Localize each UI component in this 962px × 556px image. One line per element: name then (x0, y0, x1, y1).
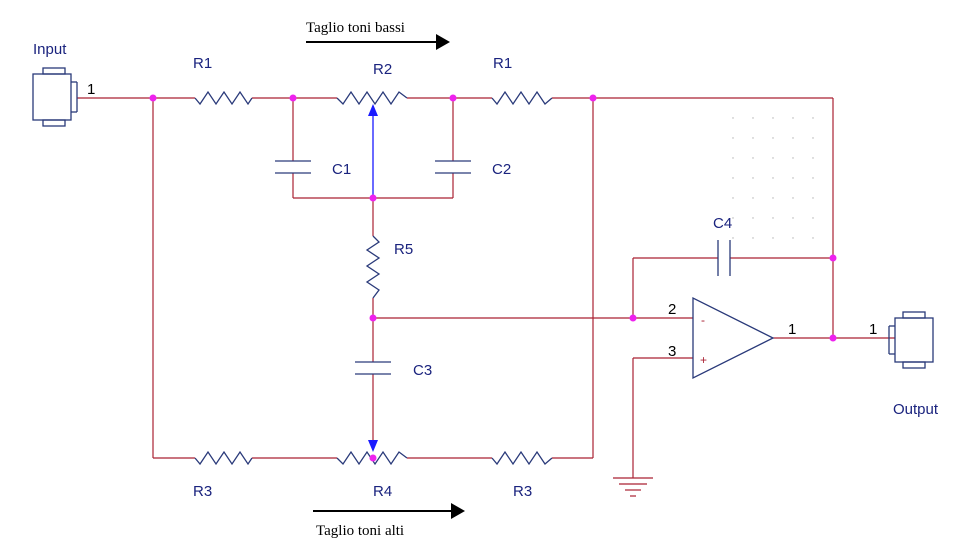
grid-dot (752, 117, 754, 119)
bass-cut-annotation: Taglio toni bassi (306, 20, 405, 36)
grid-dot (752, 137, 754, 139)
op-amp-output-pin: 1 (788, 321, 796, 338)
r1-left-label: R1 (193, 55, 212, 72)
capacitor-c1 (275, 160, 311, 174)
junction-node (369, 194, 377, 202)
treble-arrow-icon (313, 503, 465, 519)
grid-dots (732, 117, 814, 239)
junction-node (149, 94, 157, 102)
input-label: Input (33, 41, 67, 58)
potentiometer-r2 (336, 90, 408, 198)
capacitor-c3 (355, 361, 391, 375)
op-amp: - + (692, 296, 775, 380)
grid-dot (752, 177, 754, 179)
resistor-r1-right (491, 90, 553, 106)
grid-dot (732, 197, 734, 199)
bass-arrow-icon (306, 34, 450, 50)
grid-dot (792, 137, 794, 139)
output-pin-number: 1 (869, 321, 877, 338)
junction-nodes (149, 94, 837, 462)
output-label: Output (893, 401, 939, 418)
grid-dot (732, 117, 734, 119)
grid-dot (732, 177, 734, 179)
grid-dot (792, 157, 794, 159)
junction-node (629, 314, 637, 322)
c2-label: C2 (492, 161, 511, 178)
ground-icon (613, 477, 653, 497)
c1-label: C1 (332, 161, 351, 178)
grid-dot (772, 237, 774, 239)
r4-label: R4 (373, 483, 392, 500)
r2-label: R2 (373, 61, 392, 78)
grid-dot (812, 157, 814, 159)
resistor-r3-right (491, 450, 553, 466)
grid-dot (772, 177, 774, 179)
r5-label: R5 (394, 241, 413, 258)
junction-node (829, 254, 837, 262)
grid-dot (772, 137, 774, 139)
grid-dot (752, 157, 754, 159)
grid-dot (732, 237, 734, 239)
op-amp-pin-2: 2 (668, 301, 676, 318)
junction-node (289, 94, 297, 102)
grid-dot (752, 197, 754, 199)
grid-dot (792, 197, 794, 199)
r3-left-label: R3 (193, 483, 212, 500)
c4-label: C4 (713, 215, 732, 232)
c3-label: C3 (413, 362, 432, 379)
resistor-r1-left (194, 90, 253, 106)
op-amp-pin-3: 3 (668, 343, 676, 360)
junction-node (369, 314, 377, 322)
input-pin-number: 1 (87, 81, 95, 98)
grid-dot (792, 177, 794, 179)
input-connector-icon (32, 67, 78, 127)
op-amp-minus-sign: - (701, 313, 705, 327)
grid-dot (772, 157, 774, 159)
grid-dot (752, 237, 754, 239)
grid-dot (752, 217, 754, 219)
grid-dot (812, 237, 814, 239)
output-connector-icon (888, 311, 934, 369)
capacitor-c4 (717, 240, 731, 276)
r3-right-label: R3 (513, 483, 532, 500)
resistor-r5 (365, 235, 381, 299)
grid-dot (812, 177, 814, 179)
junction-node (589, 94, 597, 102)
grid-dot (792, 117, 794, 119)
junction-node (829, 334, 837, 342)
treble-cut-annotation: Taglio toni alti (316, 523, 404, 539)
grid-dot (812, 197, 814, 199)
grid-dot (812, 217, 814, 219)
junction-node (369, 454, 377, 462)
resistor-r3-left (194, 450, 253, 466)
wires (77, 97, 895, 478)
grid-dot (792, 217, 794, 219)
r1-right-label: R1 (493, 55, 512, 72)
op-amp-plus-sign: + (700, 353, 707, 367)
grid-dot (792, 237, 794, 239)
grid-dot (772, 217, 774, 219)
grid-dot (732, 137, 734, 139)
grid-dot (772, 117, 774, 119)
grid-dot (732, 157, 734, 159)
grid-dot (812, 117, 814, 119)
grid-dot (812, 137, 814, 139)
grid-dot (772, 197, 774, 199)
capacitor-c2 (435, 160, 471, 174)
junction-node (449, 94, 457, 102)
grid-dot (732, 217, 734, 219)
